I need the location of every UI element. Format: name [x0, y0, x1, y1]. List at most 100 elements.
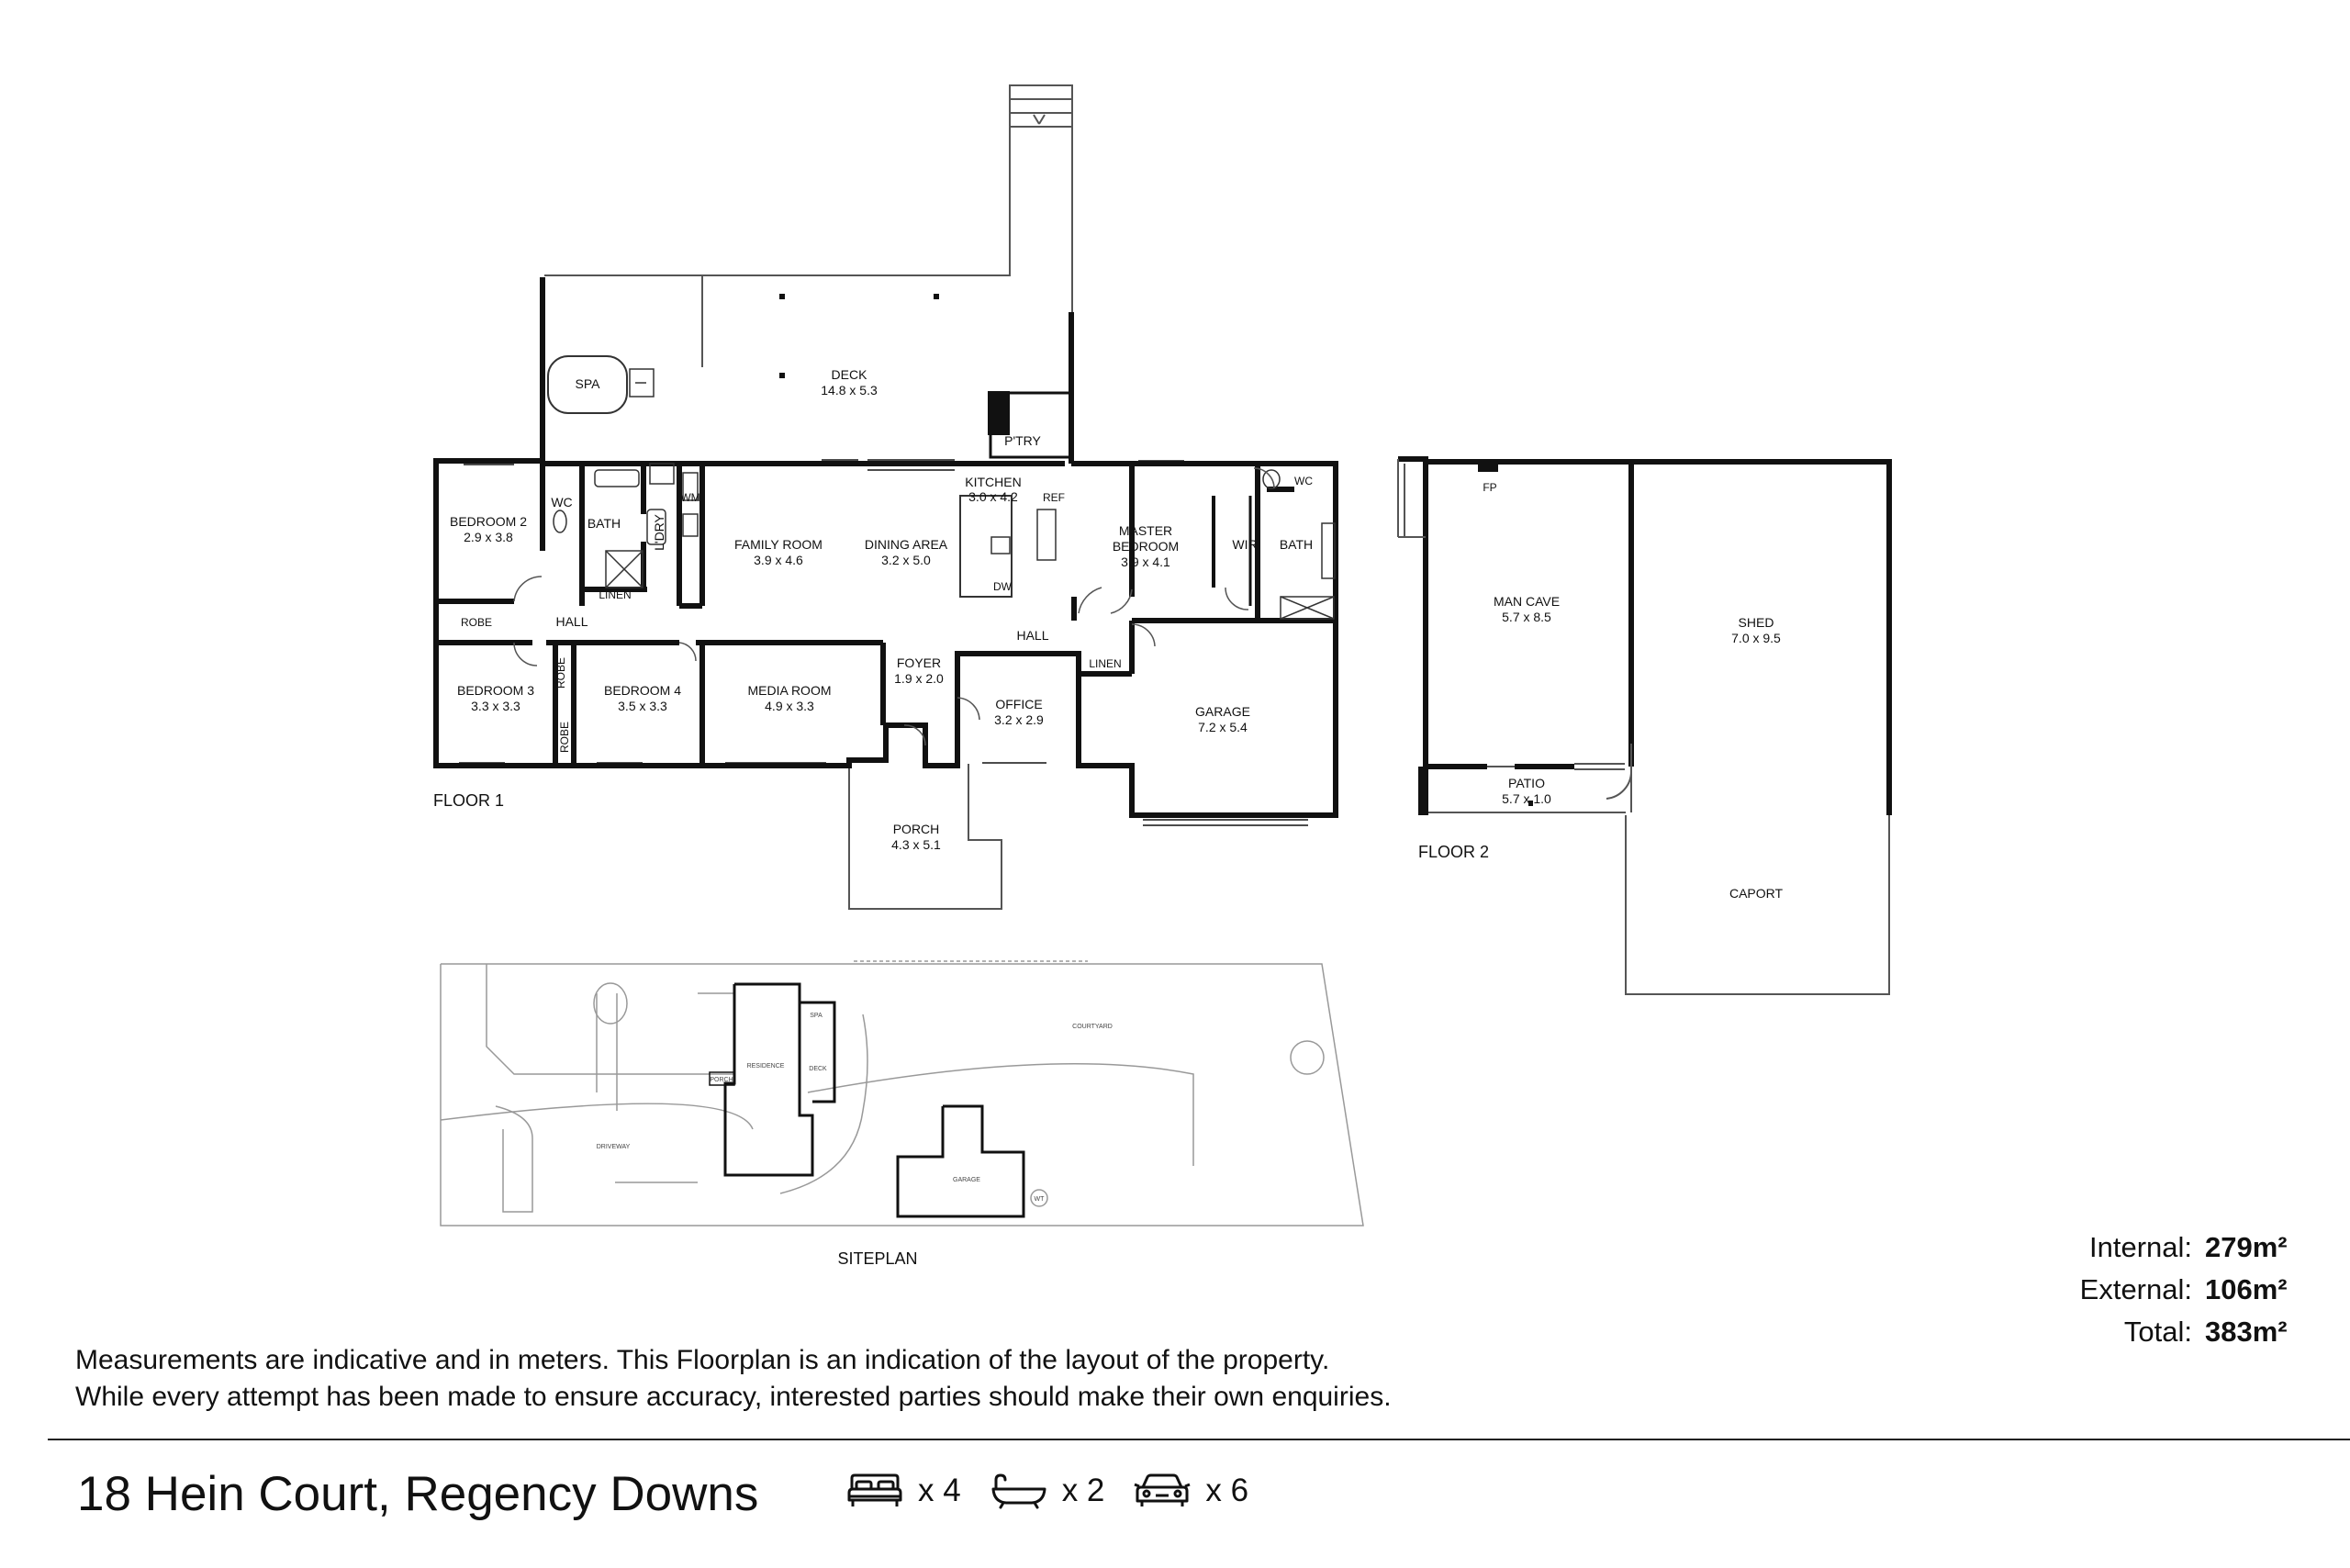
area-label: Total:	[2123, 1316, 2192, 1348]
kitchen-label: KITCHEN	[965, 475, 1021, 489]
disclaimer: Measurements are indicative and in meter…	[75, 1342, 1392, 1416]
floor-2-label: FLOOR 2	[1418, 843, 1489, 861]
garage-size: 7.2 x 5.4	[1198, 720, 1248, 734]
ensuite-wc-label: WC	[1294, 475, 1313, 487]
bedroom-2-label: BEDROOM 2	[450, 514, 527, 529]
floor1-outer-wall	[433, 277, 1338, 818]
bedroom-3-size: 3.3 x 3.3	[471, 699, 520, 713]
porch-outline	[848, 764, 1002, 910]
property-features: x 4 x 2 x 6	[846, 1473, 1248, 1509]
wm-label: WM	[680, 491, 699, 504]
robe-label-3: ROBE	[558, 722, 571, 753]
area-value: 383m²	[2205, 1316, 2288, 1348]
master-bedroom-label-2: BEDROOM	[1113, 539, 1179, 554]
car-icon	[1134, 1473, 1191, 1506]
bathrooms-feature: x 2	[990, 1473, 1105, 1509]
bedroom-4-label: BEDROOM 4	[604, 683, 681, 698]
hall-label: HALL	[555, 614, 588, 629]
site-porch-label: PORCH	[710, 1077, 733, 1083]
area-label: External:	[2079, 1273, 2192, 1305]
pantry-label: P'TRY	[1004, 433, 1041, 448]
laundry-label: L'DRY	[652, 513, 666, 550]
shed-size: 7.0 x 9.5	[1731, 631, 1781, 645]
caport-outline	[1625, 815, 1890, 995]
bedroom-3-label: BEDROOM 3	[457, 683, 534, 698]
ensuite-bath-label: BATH	[1280, 537, 1313, 552]
site-spa-label: SPA	[810, 1013, 822, 1019]
wc-label: WC	[551, 495, 572, 510]
fireplace	[1478, 459, 1498, 472]
site-plan: RESIDENCE SPA DECK PORCH COURTYARD DRIVE…	[440, 960, 1364, 1268]
floor-2-plan: FP MAN CAVE 5.7 x 8.5 SHED 7.0 x 9.5 PAT…	[1397, 456, 1892, 901]
media-room-size: 4.9 x 3.3	[765, 699, 814, 713]
site-residence	[723, 982, 814, 1177]
master-bedroom-size: 3.9 x 4.1	[1121, 554, 1170, 569]
linen-label-2: LINEN	[1089, 657, 1121, 670]
area-label: Internal:	[2088, 1231, 2192, 1263]
site-boundary	[440, 963, 1364, 1226]
site-deck-label: DECK	[809, 1066, 827, 1072]
patio-label: PATIO	[1508, 776, 1545, 790]
porch-size: 4.3 x 5.1	[891, 837, 941, 852]
shed-label: SHED	[1739, 615, 1774, 630]
floor-1-plan: DECK 14.8 x 5.3 SPA BEDROOM 2 2.9 x 3.8 …	[433, 84, 1890, 995]
siteplan-label: SITEPLAN	[837, 1249, 917, 1268]
kitchen-size: 3.0 x 4.2	[968, 489, 1018, 504]
site-courtyard-label: COURTYARD	[1072, 1024, 1113, 1030]
site-driveway-label: DRIVEWAY	[597, 1144, 631, 1150]
disclaimer-line-1: Measurements are indicative and in meter…	[75, 1345, 1330, 1375]
bathrooms-count: x 2	[1061, 1473, 1105, 1508]
disclaimer-line-2: While every attempt has been made to ens…	[75, 1382, 1392, 1412]
site-garage-label: GARAGE	[953, 1177, 980, 1183]
robe-label-2: ROBE	[554, 657, 567, 689]
robe-label: ROBE	[461, 616, 492, 629]
site-residence-label: RESIDENCE	[747, 1063, 785, 1070]
property-address: 18 Hein Court, Regency Downs	[77, 1467, 759, 1521]
floor2-outer-wall	[1398, 456, 1428, 815]
man-cave-size: 5.7 x 8.5	[1502, 610, 1551, 624]
family-room-label: FAMILY ROOM	[734, 537, 822, 552]
dining-area-label: DINING AREA	[865, 537, 948, 552]
kitchen-island	[959, 495, 1013, 598]
bedroom-2-size: 2.9 x 3.8	[464, 530, 513, 544]
site-garage	[896, 1104, 1025, 1218]
dining-area-size: 3.2 x 5.0	[881, 553, 931, 567]
bedroom-4-size: 3.5 x 3.3	[618, 699, 667, 713]
office-size: 3.2 x 2.9	[994, 712, 1044, 727]
area-value: 106m²	[2205, 1273, 2288, 1305]
wir-label: WIR	[1232, 537, 1257, 552]
bed-icon	[847, 1473, 902, 1506]
hall-label-2: HALL	[1016, 628, 1048, 643]
divider	[48, 1439, 2350, 1440]
floor-1-label: FLOOR 1	[433, 791, 504, 810]
area-internal: Internal: 279m²	[2080, 1226, 2313, 1269]
media-room-label: MEDIA ROOM	[747, 683, 831, 698]
garage-label: GARAGE	[1195, 704, 1250, 719]
area-value: 279m²	[2205, 1231, 2288, 1263]
deck-size: 14.8 x 5.3	[821, 383, 878, 398]
bath-label: BATH	[588, 516, 621, 531]
area-total: Total: 383m²	[2080, 1311, 2313, 1353]
master-bedroom-label: MASTER	[1119, 523, 1172, 538]
linen-label: LINEN	[599, 588, 631, 601]
area-external: External: 106m²	[2080, 1269, 2313, 1311]
area-summary: Internal: 279m² External: 106m² Total: 383m…	[2080, 1226, 2313, 1353]
foyer-size: 1.9 x 2.0	[894, 671, 944, 686]
family-room-size: 3.9 x 4.6	[754, 553, 803, 567]
caport-label: CAPORT	[1729, 886, 1784, 901]
deck-outline	[544, 84, 1073, 312]
cars-count: x 6	[1205, 1473, 1249, 1508]
foyer-label: FOYER	[897, 655, 941, 670]
bedrooms-feature: x 4	[846, 1473, 961, 1509]
fireplace-label: FP	[1483, 481, 1496, 494]
cars-feature: x 6	[1134, 1473, 1248, 1509]
spa-label: SPA	[576, 376, 601, 391]
fridge-label: REF	[1043, 491, 1065, 504]
bedrooms-count: x 4	[918, 1473, 961, 1508]
dishwasher-label: DW	[993, 580, 1013, 593]
site-wt-label: WT	[1035, 1196, 1046, 1203]
porch-label: PORCH	[893, 822, 940, 836]
spa	[547, 355, 628, 414]
patio-size: 5.7 x 1.0	[1502, 791, 1551, 806]
